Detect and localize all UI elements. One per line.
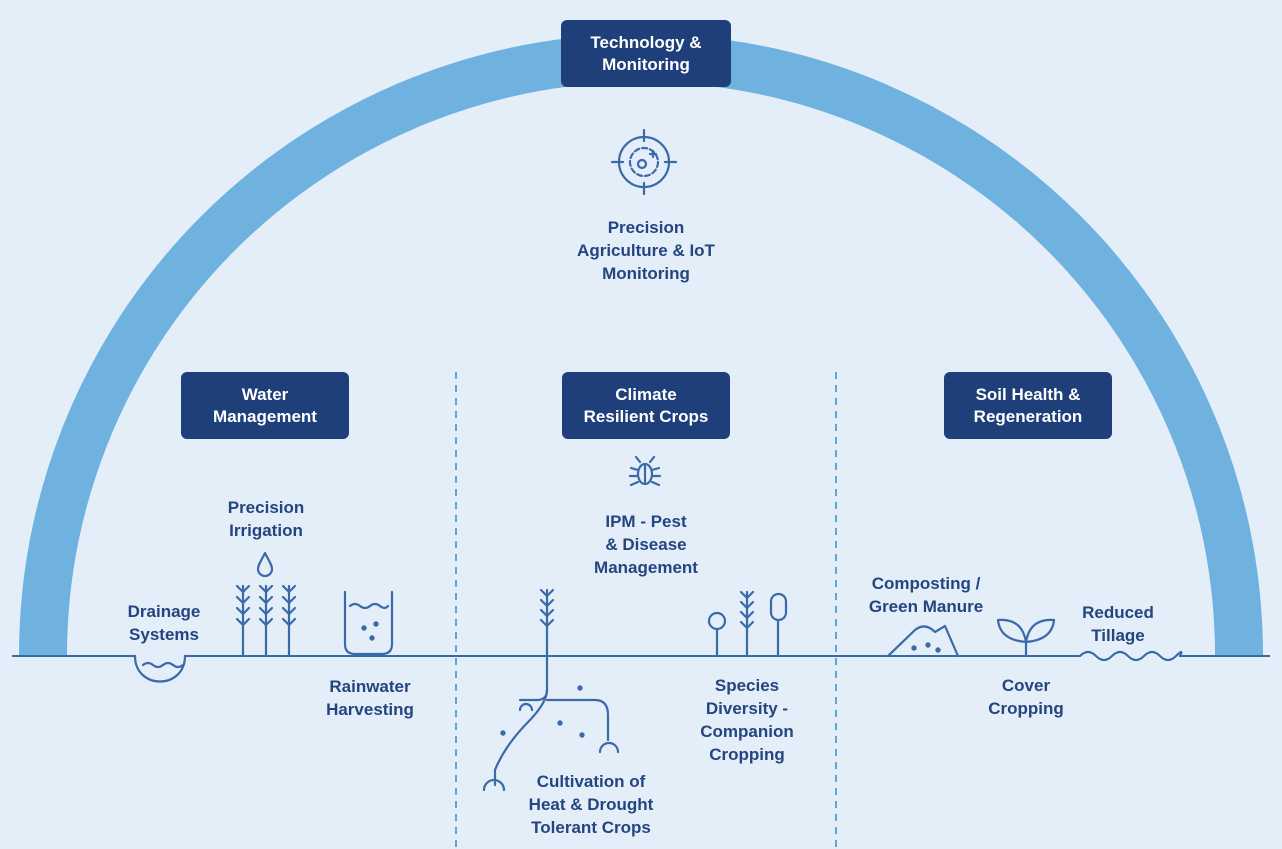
label-line: Cropping [988, 699, 1064, 718]
label-line: Heat & Drought [528, 795, 654, 814]
practice-species-diversity: Species Diversity - Companion Cropping [700, 674, 794, 766]
label-line: IPM - Pest [605, 512, 687, 531]
pillar-water-management: Water Management [181, 372, 349, 439]
companion-plants-icon [707, 590, 788, 658]
label-line: Agriculture & IoT [577, 241, 715, 260]
practice-heat-drought-crops: Cultivation of Heat & Drought Tolerant C… [529, 770, 654, 839]
target-crosshair-icon [610, 128, 678, 196]
pillar-title-line: Management [213, 406, 317, 426]
pillar-title-line: Technology & [590, 32, 702, 52]
bug-icon [628, 455, 662, 487]
pillar-soil-health: Soil Health & Regeneration [944, 372, 1112, 439]
pillar-technology-monitoring: Technology & Monitoring [561, 20, 731, 87]
pillar-title-line: Regeneration [973, 406, 1083, 426]
pillar-title-line: Water [241, 384, 289, 404]
drainage-ditch-icon [133, 654, 187, 683]
practice-reduced-tillage: Reduced Tillage [1082, 601, 1154, 647]
label-line: Tillage [1091, 626, 1145, 645]
label-line: Rainwater [329, 677, 411, 696]
practice-rainwater-harvesting: Rainwater Harvesting [326, 675, 414, 721]
practice-precision-agriculture: Precision Agriculture & IoT Monitoring [577, 216, 715, 285]
practice-precision-irrigation: Precision Irrigation [228, 496, 305, 542]
drought-tolerant-crop-roots-icon [482, 588, 620, 792]
practice-composting: Composting / Green Manure [869, 572, 983, 618]
practice-ipm: IPM - Pest & Disease Management [594, 510, 698, 579]
label-line: Precision [227, 498, 305, 517]
pillar-title-line: Resilient Crops [583, 406, 709, 426]
label-line: Diversity - [705, 699, 789, 718]
label-line: Cropping [709, 745, 785, 764]
practice-cover-cropping: Cover Cropping [988, 674, 1064, 720]
label-line: Irrigation [229, 521, 303, 540]
label-line: Companion [700, 722, 794, 741]
pillar-title-line: Monitoring [602, 54, 690, 74]
label-line: Management [594, 558, 698, 577]
pillar-title-line: Climate [615, 384, 677, 404]
label-line: Green Manure [868, 597, 984, 616]
label-line: Harvesting [326, 700, 414, 719]
sprout-icon [996, 618, 1056, 658]
wheat-crops-icon [235, 584, 297, 658]
label-line: Precision [607, 218, 685, 237]
practice-drainage-systems: Drainage Systems [128, 600, 201, 646]
tillage-waves-icon [1078, 650, 1183, 662]
label-line: Cultivation of [536, 772, 646, 791]
pillar-title-line: Soil Health & [975, 384, 1081, 404]
label-line: & Disease [605, 535, 687, 554]
label-line: Monitoring [602, 264, 690, 283]
rainwater-tank-icon [343, 590, 394, 656]
label-line: Reduced [1082, 603, 1154, 622]
label-line: Species [714, 676, 780, 695]
label-line: Tolerant Crops [531, 818, 651, 837]
label-line: Composting / [871, 574, 981, 593]
label-line: Drainage [127, 602, 201, 621]
compost-mound-icon [886, 624, 960, 658]
label-line: Systems [129, 625, 199, 644]
label-line: Cover [1001, 676, 1051, 695]
water-drop-icon [256, 551, 274, 578]
pillar-climate-resilient-crops: Climate Resilient Crops [562, 372, 730, 439]
